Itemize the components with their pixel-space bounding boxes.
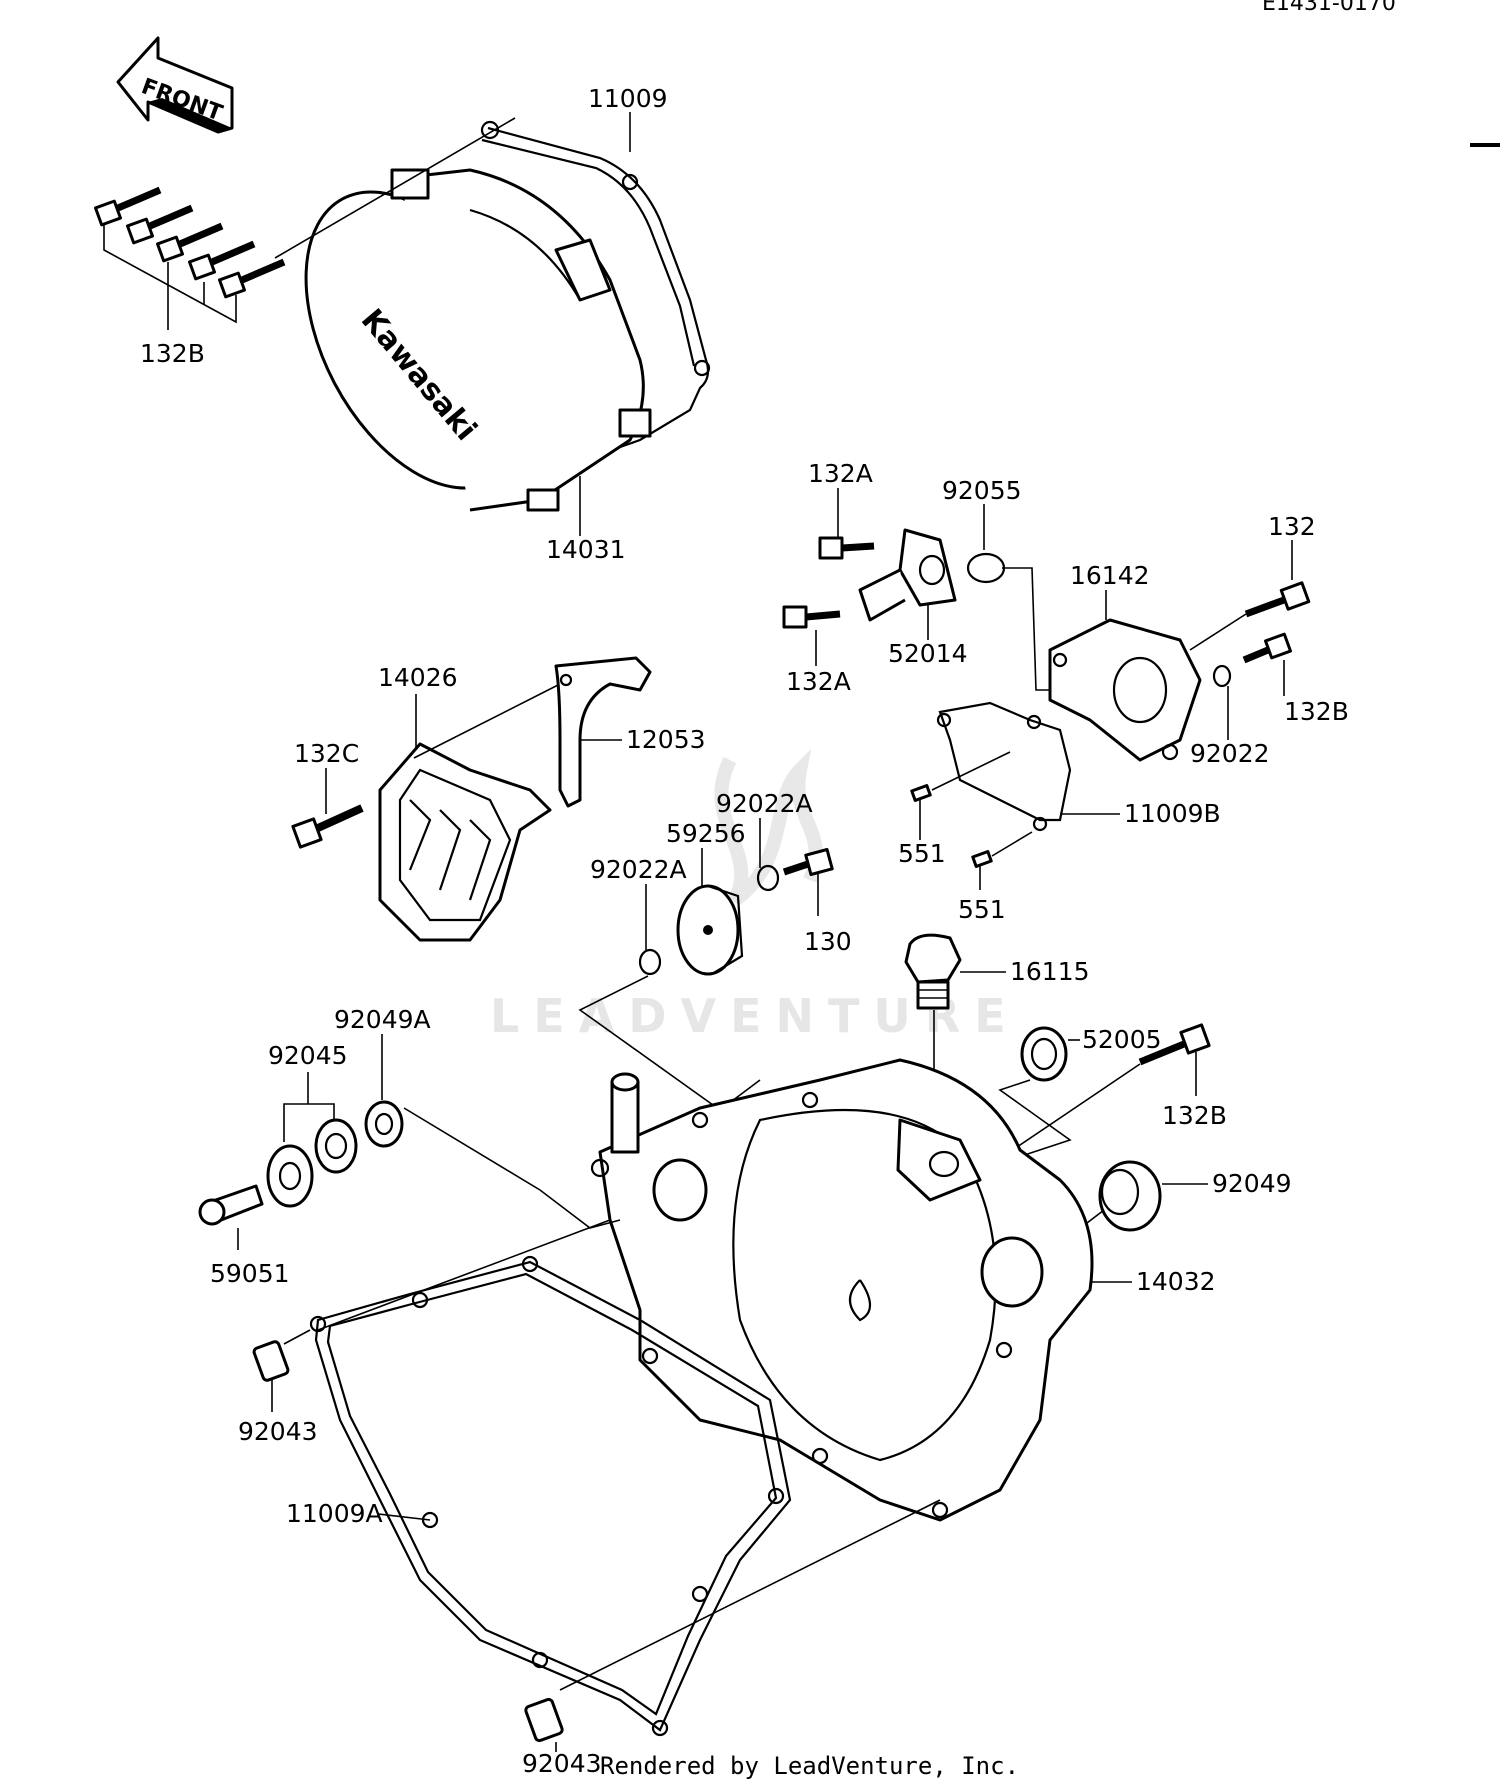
dowel-pin-92043-top [252, 1340, 290, 1382]
part-label-132C: 132C [294, 739, 359, 768]
part-label-132B-mid: 132B [1284, 697, 1349, 726]
part-label-130: 130 [804, 927, 852, 956]
part-label-59051: 59051 [210, 1259, 290, 1288]
dowel-pin-551-a [910, 784, 932, 802]
part-label-92055: 92055 [942, 476, 1022, 505]
bearing-92045-a [314, 1118, 358, 1174]
part-label-59256: 59256 [666, 819, 746, 848]
crankcase-gasket-11009A [309, 1255, 792, 1737]
pump-cover-16142 [1048, 618, 1202, 762]
part-label-14032: 14032 [1136, 1267, 1216, 1296]
oil-plug-16115 [904, 933, 962, 1010]
bolt-132B-low [1138, 1023, 1211, 1066]
bolt-132A-upper [818, 536, 875, 560]
leader-132-to-cover [1189, 613, 1247, 651]
part-label-11009: 11009 [588, 84, 668, 113]
water-pipe-52014 [858, 528, 957, 622]
part-label-14031: 14031 [546, 535, 626, 564]
part-label-14026: 14026 [378, 663, 458, 692]
leader-bearings-to-case [403, 1107, 621, 1229]
part-label-12053: 12053 [626, 725, 706, 754]
o-ring-92055 [966, 552, 1006, 584]
diagram-code: E1431-0170 [1262, 0, 1396, 16]
pump-gasket-11009B [936, 701, 1072, 832]
leader-92045 [283, 1103, 335, 1142]
part-label-92043-bottom: 92043 [522, 1749, 602, 1778]
leader-92043-top-path [283, 1329, 311, 1345]
footer-credit: Rendered by LeadVenture, Inc. [600, 1752, 1019, 1780]
part-label-92022A-left: 92022A [590, 855, 687, 884]
part-label-92045: 92045 [268, 1041, 348, 1070]
clutch-cover-gasket-11009 [480, 120, 711, 480]
bearing-92049A [364, 1100, 404, 1148]
part-label-92049: 92049 [1212, 1169, 1292, 1198]
dowel-pin-551-b [971, 850, 993, 868]
part-label-52014: 52014 [888, 639, 968, 668]
leader-551-b-path [991, 831, 1033, 857]
part-label-551-b: 551 [958, 895, 1006, 924]
leader-92043-bottom-path [559, 1499, 941, 1691]
leader-11009-bolt [274, 117, 516, 259]
washer-92022 [1212, 664, 1232, 688]
washer-92022A-top [756, 864, 780, 892]
sprocket-cover-14026 [378, 742, 552, 942]
part-label-132A-bottom: 132A [786, 667, 851, 696]
washer-92022A-left [638, 948, 662, 976]
leader-551-a-path [931, 751, 1011, 791]
dowel-pin-92043-bottom [524, 1697, 564, 1743]
bolt-132A-lower [782, 605, 841, 629]
part-label-52005: 52005 [1082, 1025, 1162, 1054]
bolt-132C [291, 804, 364, 849]
part-label-132B-low: 132B [1162, 1101, 1227, 1130]
part-label-92043-top: 92043 [238, 1417, 318, 1446]
bolt-132B-mid [1242, 632, 1292, 664]
part-label-11009A: 11009A [286, 1499, 383, 1528]
seal-52005 [1020, 1026, 1068, 1082]
clutch-cover-14031: Kawasaki [304, 168, 652, 512]
bearing-92045-b [266, 1144, 314, 1208]
part-label-132B-top: 132B [140, 339, 205, 368]
part-label-92049A: 92049A [334, 1005, 431, 1034]
shaft-59051 [198, 1184, 264, 1226]
impeller-59256 [676, 884, 744, 976]
crankcase-cover-14032 [590, 1058, 1094, 1522]
front-arrow-icon: FRONT [116, 36, 234, 134]
seal-92049 [1098, 1160, 1162, 1232]
leader-14026-to-12053 [413, 683, 561, 759]
part-label-11009B: 11009B [1124, 799, 1221, 828]
part-label-16142: 16142 [1070, 561, 1150, 590]
leader-impeller-to-case [578, 975, 761, 1111]
part-label-551-a: 551 [898, 839, 946, 868]
bolts-132B-set [94, 186, 286, 330]
leader-gasket-to-case [317, 1219, 611, 1331]
part-label-132A-top: 132A [808, 459, 873, 488]
part-label-16115: 16115 [1010, 957, 1090, 986]
bolt-132 [1244, 581, 1311, 618]
bolt-130 [782, 847, 834, 877]
part-label-92022: 92022 [1190, 739, 1270, 768]
part-label-92022A-top: 92022A [716, 789, 813, 818]
part-label-132: 132 [1268, 512, 1316, 541]
leader-11009A [377, 1513, 431, 1521]
